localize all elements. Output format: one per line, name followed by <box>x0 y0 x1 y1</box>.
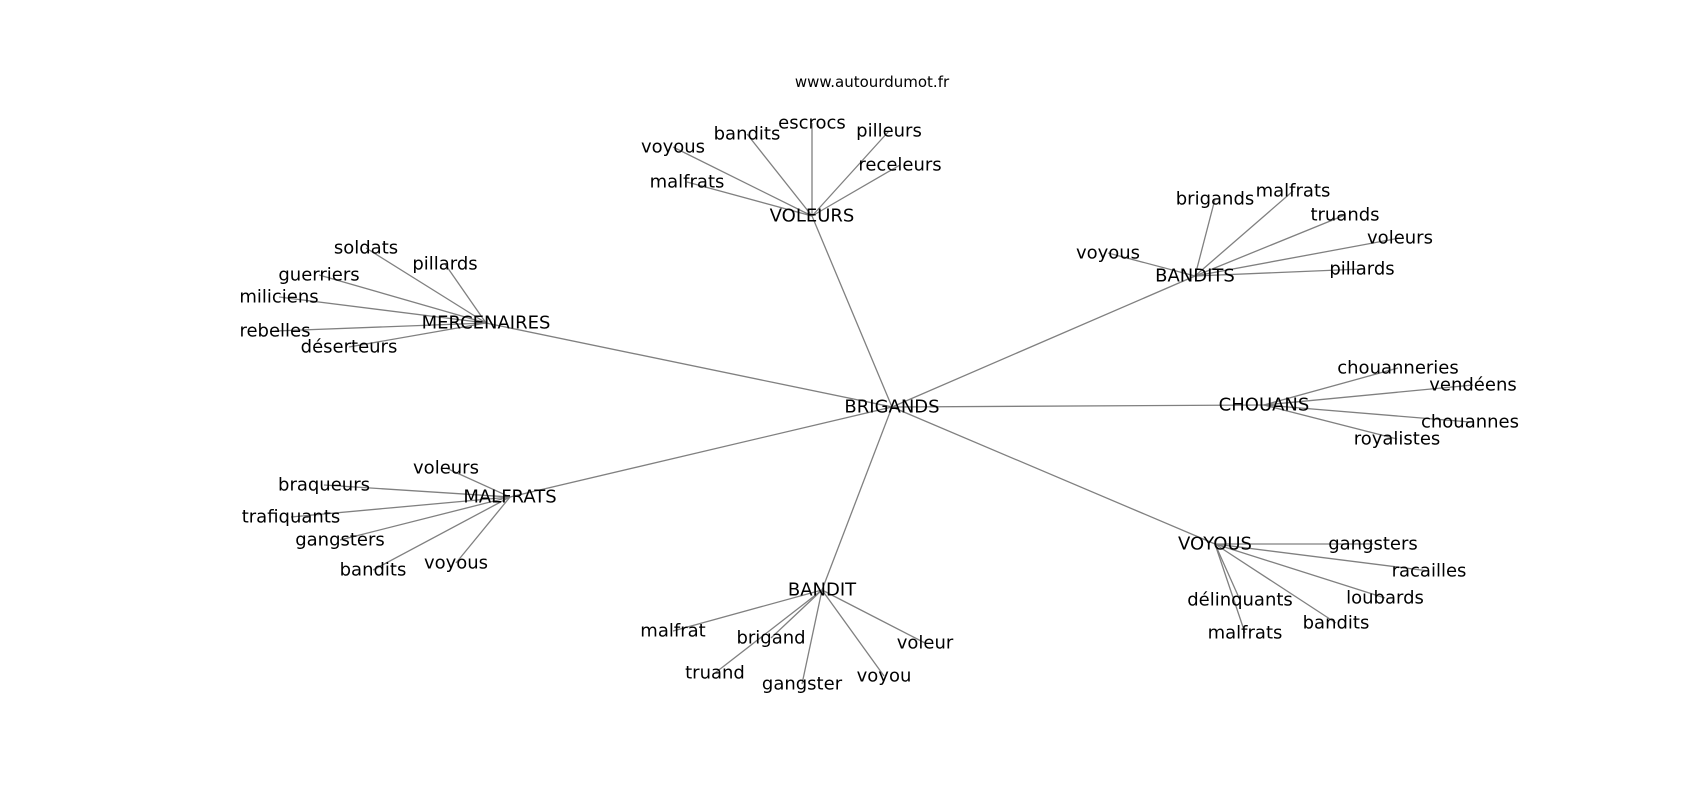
edge-bandit-brigand <box>770 589 823 639</box>
node-word-voyous-loubards[interactable]: loubards <box>1346 588 1424 609</box>
edge-voleurs-pilleurs <box>811 130 890 217</box>
edge-bandits-pillards <box>1194 268 1363 277</box>
edge-voyous-bandits <box>1214 543 1337 624</box>
node-word-mercenaires-miliciens[interactable]: miliciens <box>239 287 318 308</box>
edge-malfrats-gangsters <box>339 496 511 541</box>
node-word-mercenaires-pillards[interactable]: pillards <box>412 254 477 275</box>
node-group-voyous[interactable]: VOYOUS <box>1178 534 1252 555</box>
edge-voleurs-voyous <box>672 146 813 217</box>
node-group-bandits[interactable]: BANDITS <box>1155 266 1235 287</box>
node-word-bandits-voleurs[interactable]: voleurs <box>1367 228 1433 249</box>
edge-mercenaires-pillards <box>444 263 487 324</box>
node-word-voyous-delinquants[interactable]: délinquants <box>1187 590 1293 611</box>
edge-bandits-truands <box>1194 214 1346 277</box>
node-word-voleurs-malfrats[interactable]: malfrats <box>650 172 725 193</box>
node-word-bandit-malfrat[interactable]: malfrat <box>640 621 705 642</box>
edge-mercenaires-deserteurs <box>348 322 487 348</box>
node-word-malfrats-voyous[interactable]: voyous <box>424 553 488 574</box>
edge-mercenaires-miliciens <box>278 296 487 324</box>
node-word-malfrats-gangsters[interactable]: gangsters <box>295 530 385 551</box>
node-group-voleurs[interactable]: VOLEURS <box>770 206 855 227</box>
node-center-brigands[interactable]: BRIGANDS <box>844 397 939 418</box>
node-word-mercenaires-deserteurs[interactable]: déserteurs <box>301 337 398 358</box>
edge-chouans-chouanneries <box>1263 367 1399 406</box>
node-word-bandits-voyous[interactable]: voyous <box>1076 243 1140 264</box>
edge-malfrats-bandits <box>372 496 511 571</box>
edge-chouans-chouannes <box>1263 404 1471 423</box>
edge-center-voleurs <box>811 215 893 408</box>
edge-malfrats-braqueurs <box>323 484 511 498</box>
node-word-chouans-chouanneries[interactable]: chouanneries <box>1337 358 1459 379</box>
node-word-voleurs-voyous[interactable]: voyous <box>641 137 705 158</box>
edge-bandits-voyous <box>1107 252 1196 277</box>
edge-voleurs-receleurs <box>811 164 901 217</box>
edge-malfrats-trafiquants <box>290 496 511 518</box>
node-word-chouans-vendeens[interactable]: vendéens <box>1429 375 1517 396</box>
node-word-voyous-bandits[interactable]: bandits <box>1303 613 1370 634</box>
node-word-chouans-royalistes[interactable]: royalistes <box>1354 429 1441 450</box>
node-word-mercenaires-rebelles[interactable]: rebelles <box>239 321 310 342</box>
node-group-mercenaires[interactable]: MERCENAIRES <box>422 313 551 334</box>
edge-voyous-racailles <box>1214 543 1430 572</box>
edge-center-bandit <box>821 406 893 591</box>
edge-bandit-voyou <box>821 589 885 677</box>
edge-center-mercenaires <box>485 322 893 408</box>
edge-bandits-malfrats <box>1194 190 1294 277</box>
node-word-malfrats-bandits[interactable]: bandits <box>340 560 407 581</box>
node-group-malfrats[interactable]: MALFRATS <box>463 487 556 508</box>
node-word-bandit-gangster[interactable]: gangster <box>762 674 843 695</box>
edge-mercenaires-rebelles <box>274 322 487 332</box>
node-word-voyous-malfrats[interactable]: malfrats <box>1208 623 1283 644</box>
node-word-voyous-gangsters[interactable]: gangsters <box>1328 534 1418 555</box>
edge-mercenaires-guerriers <box>318 274 487 324</box>
edge-center-chouans <box>891 404 1265 408</box>
edge-center-malfrats <box>509 406 893 498</box>
node-word-bandits-truands[interactable]: truands <box>1310 205 1379 226</box>
edge-bandit-malfrat <box>672 589 823 632</box>
edge-malfrats-voyous <box>455 496 511 564</box>
node-word-bandit-voyou[interactable]: voyou <box>857 666 912 687</box>
edge-chouans-royalistes <box>1263 404 1398 440</box>
node-word-voyous-racailles[interactable]: racailles <box>1392 561 1467 582</box>
edge-malfrats-voleurs <box>445 467 511 498</box>
node-word-voleurs-pilleurs[interactable]: pilleurs <box>856 121 922 142</box>
node-word-chouans-chouannes[interactable]: chouannes <box>1421 412 1519 433</box>
node-word-mercenaires-soldats[interactable]: soldats <box>334 238 398 259</box>
node-word-bandits-brigands[interactable]: brigands <box>1176 189 1255 210</box>
edge-mercenaires-soldats <box>365 247 487 324</box>
node-group-chouans[interactable]: CHOUANS <box>1219 395 1310 416</box>
site-url-label: www.autourdumot.fr <box>795 73 950 91</box>
edge-bandit-gangster <box>801 589 823 685</box>
edge-voyous-malfrats <box>1214 543 1246 634</box>
edge-bandits-voleurs <box>1194 237 1401 277</box>
edge-chouans-vendeens <box>1263 384 1474 406</box>
node-word-bandit-truand[interactable]: truand <box>685 663 745 684</box>
edge-bandit-truand <box>714 589 823 674</box>
node-group-bandit[interactable]: BANDIT <box>788 580 857 601</box>
node-word-bandits-malfrats[interactable]: malfrats <box>1256 181 1331 202</box>
edge-center-voyous <box>891 406 1216 545</box>
node-word-voleurs-receleurs[interactable]: receleurs <box>858 155 941 176</box>
edge-bandit-voleur <box>821 589 926 644</box>
node-word-mercenaires-guerriers[interactable]: guerriers <box>278 265 359 286</box>
edge-center-bandits <box>891 275 1196 408</box>
node-word-bandits-pillards[interactable]: pillards <box>1329 259 1394 280</box>
edge-voyous-delinquants <box>1214 543 1241 601</box>
node-word-voleurs-bandits[interactable]: bandits <box>714 124 781 145</box>
node-word-bandit-voleur[interactable]: voleur <box>897 633 954 654</box>
node-word-voleurs-escrocs[interactable]: escrocs <box>778 113 846 134</box>
edge-voleurs-malfrats <box>686 181 813 217</box>
graph-edges <box>274 123 1474 685</box>
edge-voyous-loubards <box>1214 543 1386 599</box>
node-word-malfrats-trafiquants[interactable]: trafiquants <box>242 507 341 528</box>
edge-bandits-brigands <box>1194 198 1216 277</box>
node-word-malfrats-braqueurs[interactable]: braqueurs <box>278 475 370 496</box>
edge-voleurs-bandits <box>746 133 813 217</box>
node-word-bandit-brigand[interactable]: brigand <box>736 628 805 649</box>
node-word-malfrats-voleurs[interactable]: voleurs <box>413 458 479 479</box>
